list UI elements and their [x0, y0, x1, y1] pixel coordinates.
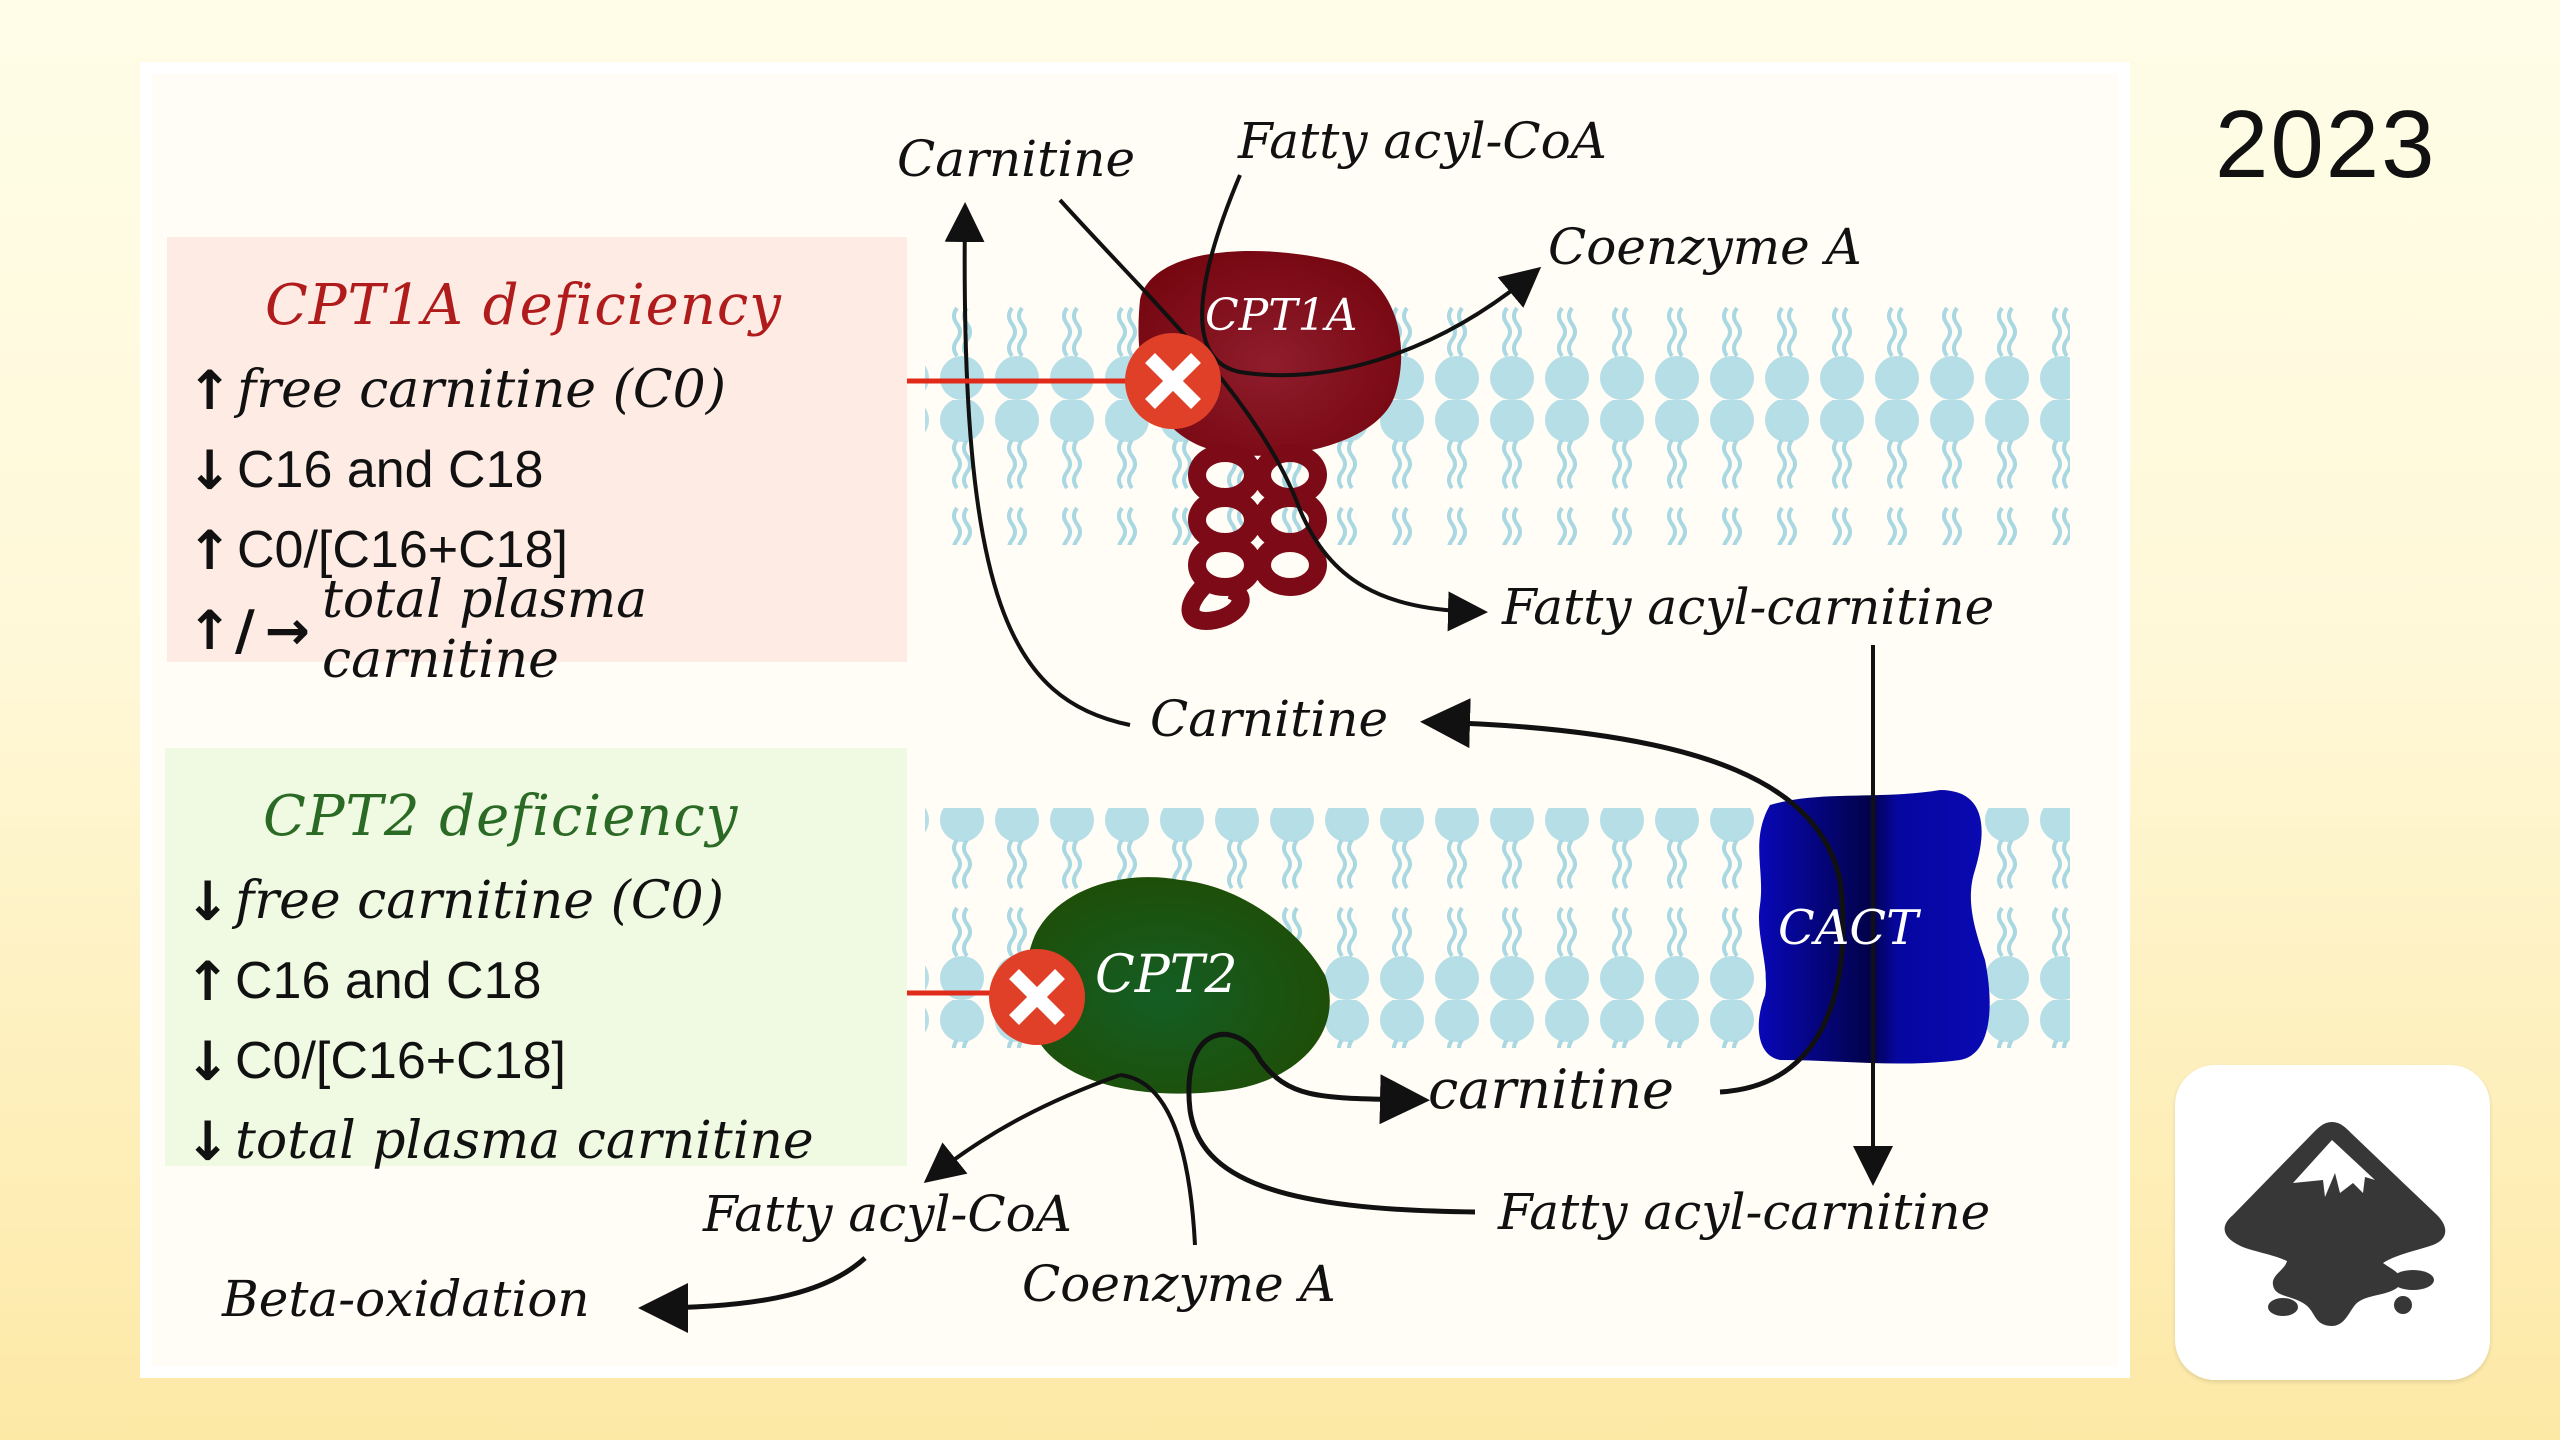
finding-text: C16 and C18: [237, 441, 544, 499]
finding-text: total plasma carnitine: [321, 570, 648, 690]
finding-row: ↓ C16 and C18: [187, 430, 887, 510]
arrow-up-icon: ↑: [187, 358, 233, 422]
label-top-coenzyme-a: Coenzyme A: [1548, 218, 1862, 276]
cpt2-deficiency-panel: CPT2 deficiency ↓ free carnitine (C0) ↑ …: [165, 748, 907, 1173]
arrow-up-icon: ↑: [187, 598, 233, 662]
finding-row: ↑ C16 and C18: [185, 941, 887, 1021]
arrow-down-icon: ↓: [185, 869, 231, 933]
cpt2-label: CPT2: [1095, 945, 1238, 1005]
finding-row: ↓ free carnitine (C0): [185, 861, 887, 941]
inkscape-logo-tile: [2175, 1065, 2490, 1380]
finding-text: C0/[C16+C18]: [237, 521, 568, 579]
label-bottom-fatty-acyl-carnitine: Fatty acyl-carnitine: [1498, 1183, 1991, 1241]
label-top-carnitine: Carnitine: [897, 130, 1136, 188]
finding-text: C0/[C16+C18]: [235, 1032, 566, 1090]
label-inner-carnitine: carnitine: [1428, 1058, 1675, 1121]
arrow-right-icon: →: [264, 598, 310, 662]
finding-text: free carnitine (C0): [237, 360, 727, 420]
finding-row: ↑ / → total plasma carnitine: [187, 570, 887, 690]
separator-slash: /: [235, 598, 255, 662]
cact-label: CACT: [1778, 900, 1919, 956]
cpt1a-label: CPT1A: [1205, 290, 1358, 341]
finding-row: ↑ free carnitine (C0): [187, 350, 887, 430]
label-bottom-coenzyme-a: Coenzyme A: [1022, 1255, 1336, 1313]
label-top-fatty-acyl-coa: Fatty acyl-CoA: [1238, 112, 1607, 170]
inkscape-logo-icon: [2224, 1122, 2446, 1326]
arrow-down-icon: ↓: [185, 1029, 231, 1093]
arrow-up-icon: ↑: [185, 949, 231, 1013]
label-mid-fatty-acyl-carnitine: Fatty acyl-carnitine: [1502, 578, 1995, 636]
cpt1a-deficiency-panel: CPT1A deficiency ↑ free carnitine (C0) ↓…: [167, 237, 907, 690]
finding-row: ↓ C0/[C16+C18]: [185, 1021, 887, 1101]
finding-row: ↓ total plasma carnitine: [185, 1101, 887, 1181]
finding-row: ↑ C0/[C16+C18]: [187, 510, 887, 590]
finding-text: free carnitine (C0): [235, 871, 725, 931]
cpt1a-panel-title: CPT1A deficiency: [265, 273, 782, 338]
label-beta-oxidation: Beta-oxidation: [222, 1270, 590, 1328]
label-bottom-fatty-acyl-coa: Fatty acyl-CoA: [703, 1185, 1072, 1243]
label-mid-carnitine: Carnitine: [1150, 690, 1389, 748]
arrow-down-icon: ↓: [185, 1109, 231, 1173]
year-label: 2023: [2215, 91, 2437, 198]
arrow-down-icon: ↓: [187, 438, 233, 502]
cpt2-panel-title: CPT2 deficiency: [263, 784, 739, 849]
finding-text: total plasma carnitine: [235, 1111, 814, 1171]
arrow-up-icon: ↑: [187, 518, 233, 582]
finding-text: C16 and C18: [235, 952, 542, 1010]
